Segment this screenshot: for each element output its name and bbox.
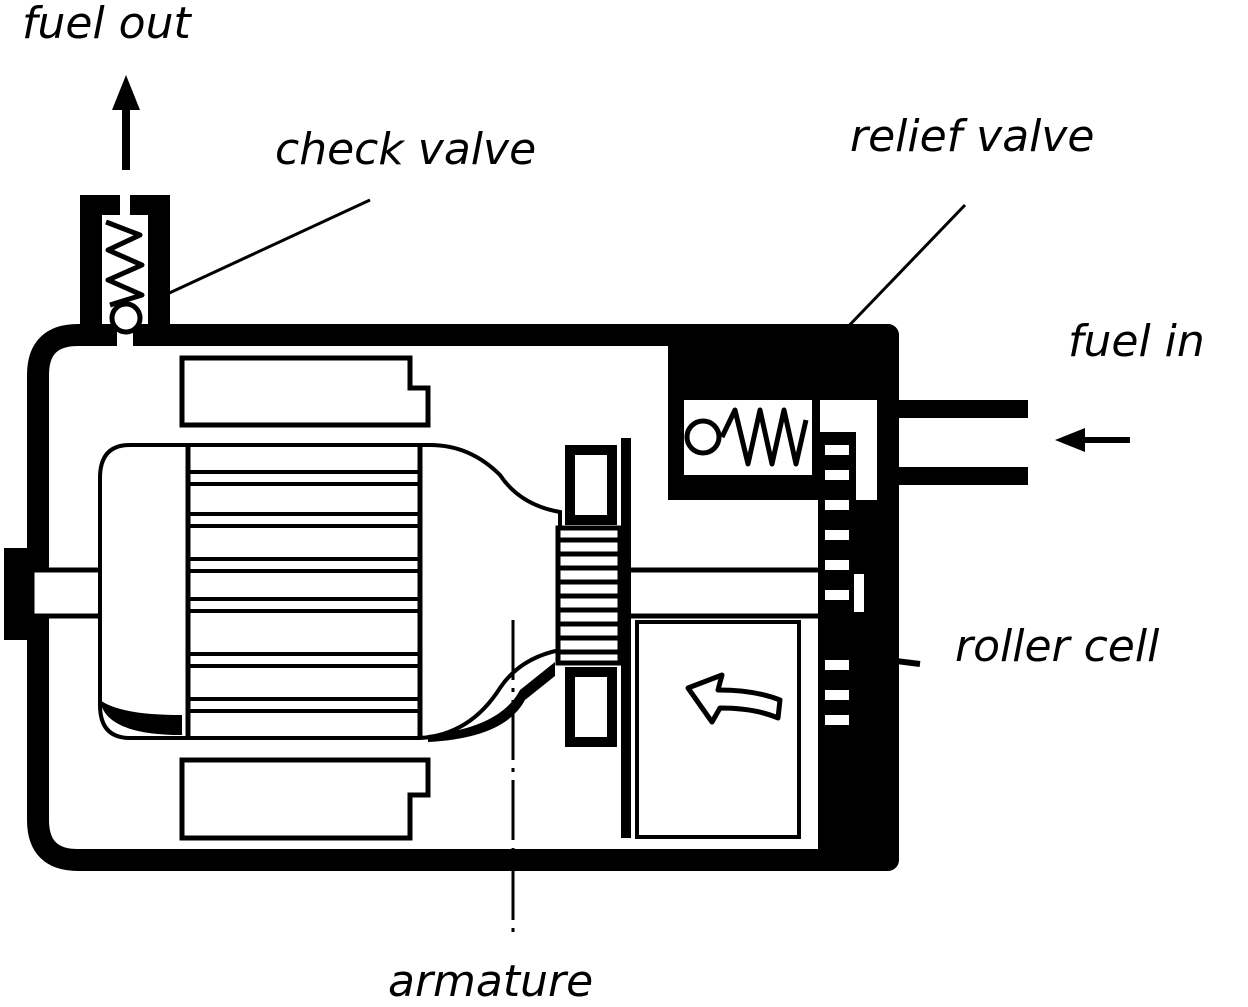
check-valve-spring <box>105 219 145 308</box>
outlet-top-left-lip <box>80 195 120 215</box>
armature-laminations <box>185 445 423 738</box>
roller-slot <box>825 715 849 725</box>
armature-body <box>98 443 562 740</box>
brush-top <box>565 445 617 525</box>
flow-arrow-icon <box>685 672 783 725</box>
relief-valve-leader <box>838 203 967 337</box>
roller-cell-label: roller cell <box>955 621 1160 672</box>
armature-base-right <box>428 662 555 742</box>
roller-slot <box>825 690 849 700</box>
roller-cell-pointer <box>887 657 921 667</box>
lamination-slot <box>186 597 422 613</box>
pump-housing <box>27 324 899 871</box>
relief-valve-label: relief valve <box>850 111 1095 162</box>
lamination-slot <box>186 652 422 668</box>
check-valve-leader <box>164 198 371 297</box>
top-magnet <box>179 355 431 428</box>
brush-bottom <box>565 667 617 747</box>
relief-valve-ball <box>684 418 722 456</box>
roller-cell-slots <box>825 445 849 725</box>
inlet-pipe-bottom-wall <box>888 467 1028 485</box>
armature-label: armature <box>388 956 594 1007</box>
roller-slot <box>825 590 849 600</box>
lamination-slot <box>186 557 422 573</box>
inlet-pipe-top-wall <box>888 400 1028 418</box>
lamination-slot <box>186 512 422 528</box>
lamination-slot <box>186 697 422 713</box>
fuel-out-label: fuel out <box>22 0 191 49</box>
roller-slot <box>825 445 849 455</box>
roller-slot <box>825 500 849 510</box>
roller-slot <box>825 560 849 570</box>
brush-holder-plate <box>621 438 631 838</box>
pump-chamber <box>635 620 801 839</box>
lamination-slot <box>186 470 422 486</box>
armature-base-left <box>100 700 182 735</box>
roller-slot <box>825 660 849 670</box>
outlet-right-wall <box>148 195 170 345</box>
check-valve-label: check valve <box>275 124 537 175</box>
roller-slot <box>825 530 849 540</box>
roller-slot <box>825 470 849 480</box>
bottom-magnet <box>179 757 431 841</box>
commutator-bars <box>558 537 620 655</box>
outlet-top-right-lip <box>130 195 170 215</box>
fuel-out-arrow-icon <box>112 75 140 170</box>
fuel-in-arrow-icon <box>1055 428 1130 452</box>
check-valve-ball <box>109 301 143 335</box>
roller-shaft-stub <box>850 570 868 616</box>
outlet-left-wall <box>80 195 102 345</box>
relief-valve-spring <box>719 407 809 467</box>
fuel-in-label: fuel in <box>1068 316 1205 367</box>
